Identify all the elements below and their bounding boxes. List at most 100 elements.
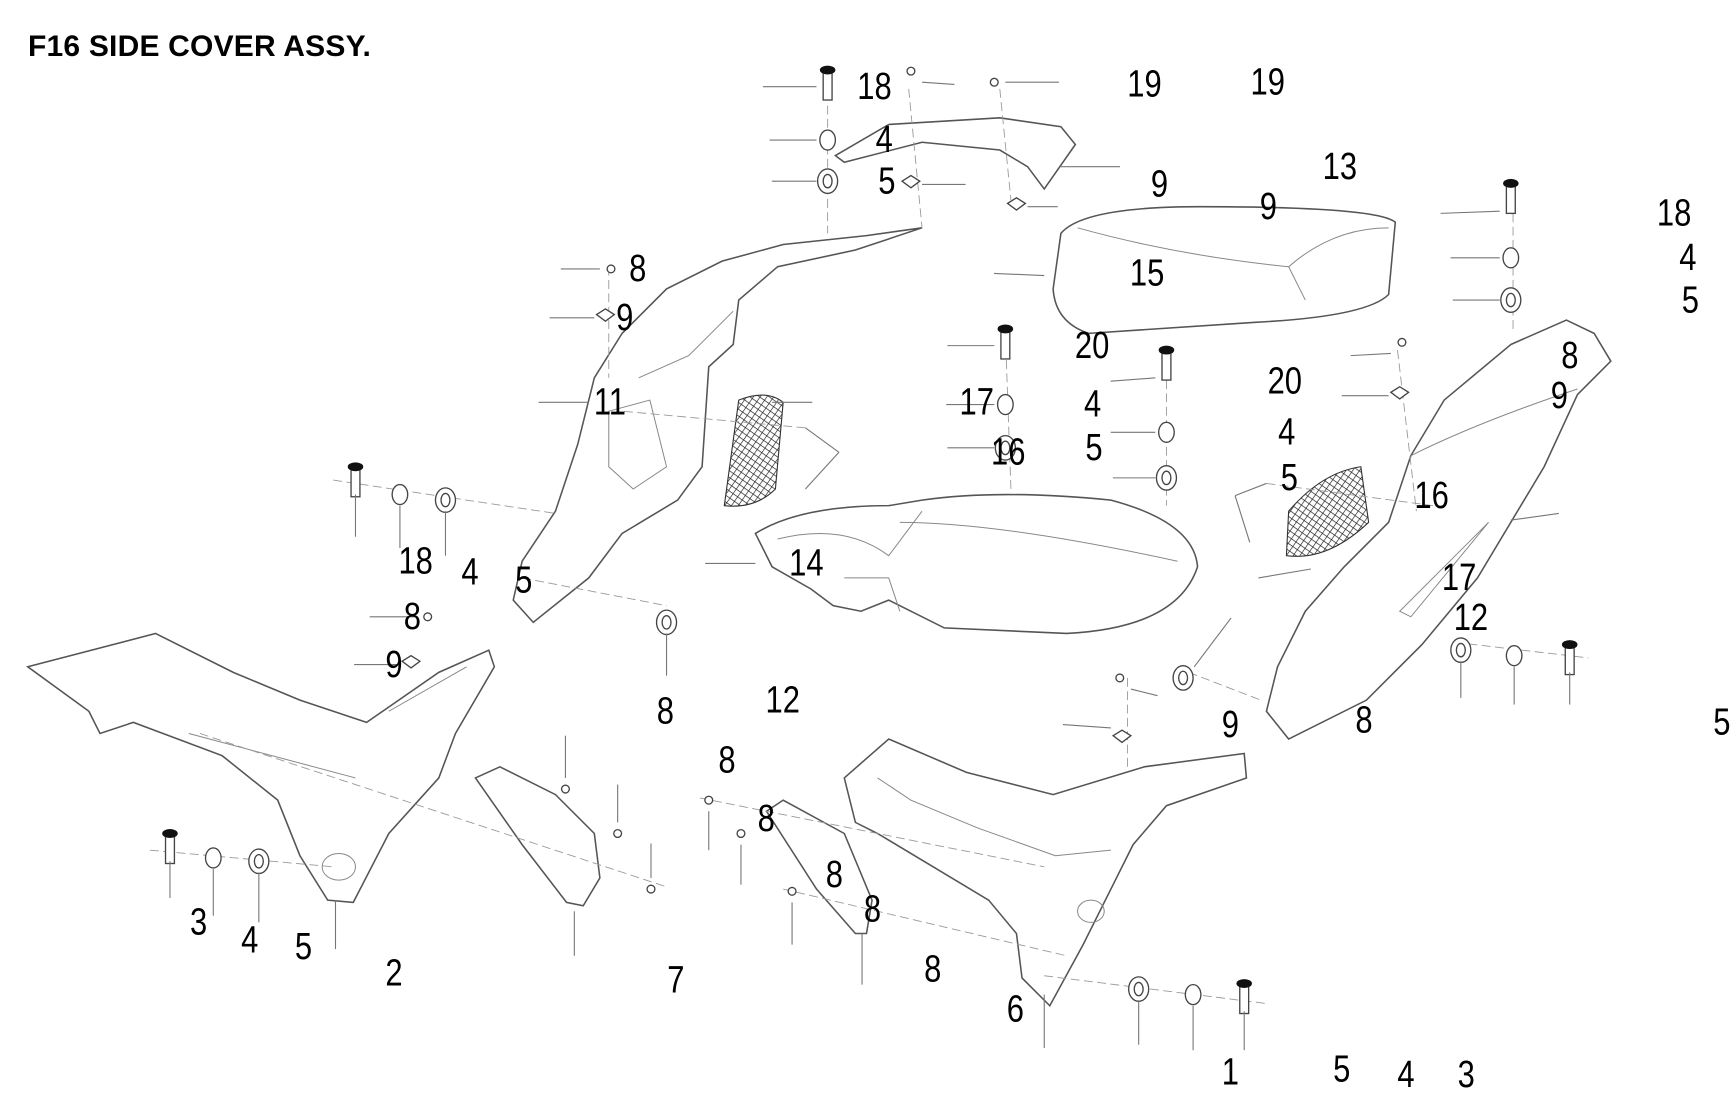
grommet-hole-icon [1177,670,1189,686]
washer-icon [819,129,837,151]
clip-nut-icon [1389,385,1410,400]
small-screw-icon [423,612,433,622]
callout-5: 5 [878,161,895,203]
callout-19: 19 [1127,64,1161,106]
leader-line [1234,495,1251,543]
leader-line [1234,482,1267,497]
washer-icon [204,847,222,869]
small-screw-icon [560,784,571,794]
callout-9: 9 [616,297,633,339]
callout-19: 19 [1251,62,1285,104]
callout-12: 12 [1454,597,1488,639]
clip-nut-icon [595,308,616,323]
screw-icon [1161,350,1172,381]
callout-8: 8 [657,691,674,733]
callout-18: 18 [857,66,891,108]
screw-icon [822,70,833,101]
callout-14: 14 [789,543,823,585]
callout-8: 8 [1561,335,1578,377]
callout-8: 8 [924,948,941,990]
grommet-hole-icon [1505,292,1516,308]
callout-5: 5 [1682,279,1699,321]
leader-line [1130,688,1158,697]
callout-5: 5 [1085,427,1102,469]
callout-8: 8 [404,596,421,638]
washer-icon [1505,645,1523,667]
small-screw-icon [613,828,623,839]
washer-icon [391,483,409,506]
callout-4: 4 [1397,1054,1414,1096]
leader-line [1350,352,1391,357]
screw-head-icon [347,462,364,472]
grommet-hole-icon [822,173,833,189]
callout-17: 17 [960,382,994,424]
screw-head-icon [162,829,178,838]
screw-head-icon [997,324,1014,334]
clip-nut-icon [1111,729,1133,744]
callout-4: 4 [1679,237,1696,279]
parts-layer [25,117,1612,1008]
callout-18: 18 [398,541,432,583]
part-10-right-rear-cover [1265,319,1612,741]
grommet-hole-icon [1161,470,1172,486]
screw-head-icon [1503,178,1519,188]
screw-icon [1239,983,1250,1015]
leader-line [1258,568,1311,579]
callout-16: 16 [1414,475,1448,517]
washer-icon [1157,421,1175,443]
callout-6: 6 [1007,988,1024,1030]
leader-line [1193,617,1232,668]
leader-line [994,272,1045,277]
screw-icon [1564,645,1575,676]
small-screw-icon [989,77,999,87]
small-screw-icon [1397,337,1407,347]
callout-12: 12 [766,680,800,722]
small-screw-icon [736,828,746,839]
part-6-right-inner-panel [765,799,873,935]
callout-8: 8 [1355,700,1372,742]
part-14-rider-seat [754,493,1199,635]
callout-5: 5 [295,926,312,968]
callout-16: 16 [991,432,1025,474]
callout-5: 5 [1713,702,1730,744]
callout-8: 8 [718,740,735,782]
screw-head-icon [1236,979,1252,988]
leader-line [1110,377,1156,382]
callout-4: 4 [876,119,893,161]
leader-line [805,427,840,453]
small-screw-icon [606,264,616,274]
small-screw-icon [646,884,656,894]
leader-line [1440,210,1500,214]
clip-nut-icon [1006,197,1027,211]
callout-8: 8 [864,888,881,930]
screw-head-icon [819,65,836,75]
callout-20: 20 [1268,361,1302,403]
washer-icon [1184,983,1202,1006]
leader-line [922,81,955,86]
screw-icon [164,833,176,865]
callout-5: 5 [515,560,532,602]
part-2-left-front-side-cover [25,632,496,904]
callout-8: 8 [629,248,646,290]
callout-4: 4 [1278,412,1295,454]
callout-7: 7 [667,960,684,1002]
washer-icon [996,393,1014,416]
callout-13: 13 [1323,146,1357,188]
callout-5: 5 [1281,457,1298,499]
callout-4: 4 [241,920,258,962]
grommet-hole-icon [1133,981,1144,997]
callout-18: 18 [1657,193,1691,235]
small-screw-icon [1115,673,1125,683]
callout-17: 17 [1442,557,1476,599]
small-screw-icon [787,886,797,896]
screw-icon [1505,183,1516,215]
grommet-hole-icon [253,853,264,869]
part-17-left-mesh [723,394,784,507]
grommet-hole-icon [1455,642,1466,658]
callout-labels: 1819194135991881545920820911174451651610… [190,62,1730,1096]
part-11-left-rear-cover [512,227,923,624]
callout-11: 11 [594,382,626,424]
callout-5: 5 [1333,1048,1350,1090]
part-13-rear-upper-cover [833,117,1077,191]
